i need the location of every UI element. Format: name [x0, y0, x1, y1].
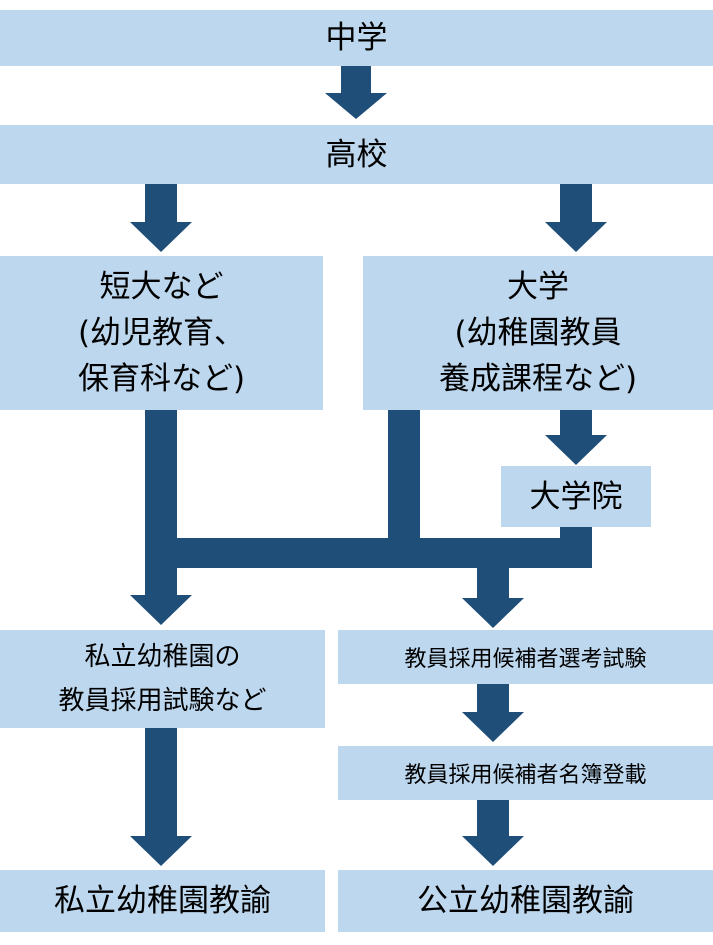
- node-junior-high-label: 中学: [325, 20, 388, 56]
- node-public-list: 教員採用候補者名簿登載: [338, 746, 713, 800]
- node-public-exam: 教員採用候補者選考試験: [338, 630, 713, 684]
- node-university-line-2: (幼稚園教員: [454, 315, 622, 351]
- node-junior-high: 中学: [0, 10, 713, 66]
- node-junior-college-line-3: 保育科など): [77, 361, 246, 397]
- arrow-junior-college-to-private-exam: [130, 410, 192, 625]
- node-high-school-label: 高校: [325, 136, 388, 173]
- node-university-line-3: 養成課程など): [438, 361, 638, 397]
- node-graduate-school-label: 大学院: [529, 478, 623, 515]
- node-university-line-1: 大学: [507, 269, 569, 305]
- arrow-public-list-to-public-teacher: [462, 800, 524, 866]
- node-high-school: 高校: [0, 125, 713, 184]
- arrow-public-exam-to-public-list: [462, 684, 524, 742]
- node-private-exam-line-2: 教員採用試験など: [58, 686, 267, 716]
- node-university: 大学 (幼稚園教員 養成課程など): [363, 256, 713, 410]
- arrow-university-to-graduate-school: [545, 410, 607, 465]
- node-junior-college: 短大など (幼児教育、 保育科など): [0, 256, 323, 410]
- arrow-junior-high-to-high-school: [325, 66, 387, 119]
- node-junior-college-line-1: 短大など: [99, 269, 224, 305]
- arrow-private-exam-to-private-teacher: [130, 728, 192, 866]
- node-junior-college-line-2: (幼児教育、: [77, 315, 246, 351]
- node-private-exam-line-1: 私立幼稚園の: [84, 642, 241, 672]
- node-public-list-label: 教員採用候補者名簿登載: [404, 763, 647, 788]
- node-public-teacher-label: 公立幼稚園教諭: [417, 883, 634, 919]
- connector-merge-bar: [145, 538, 592, 568]
- node-public-exam-label: 教員採用候補者選考試験: [404, 647, 647, 672]
- node-private-exam: 私立幼稚園の 教員採用試験など: [0, 630, 325, 728]
- node-public-teacher: 公立幼稚園教諭: [338, 870, 713, 932]
- node-private-teacher: 私立幼稚園教諭: [0, 870, 325, 932]
- node-private-teacher-label: 私立幼稚園教諭: [54, 883, 271, 919]
- arrow-high-school-to-university: [545, 184, 607, 252]
- node-graduate-school: 大学院: [501, 466, 651, 527]
- arrow-merge-to-public-exam: [462, 566, 524, 628]
- arrow-high-school-to-junior-college: [130, 184, 192, 252]
